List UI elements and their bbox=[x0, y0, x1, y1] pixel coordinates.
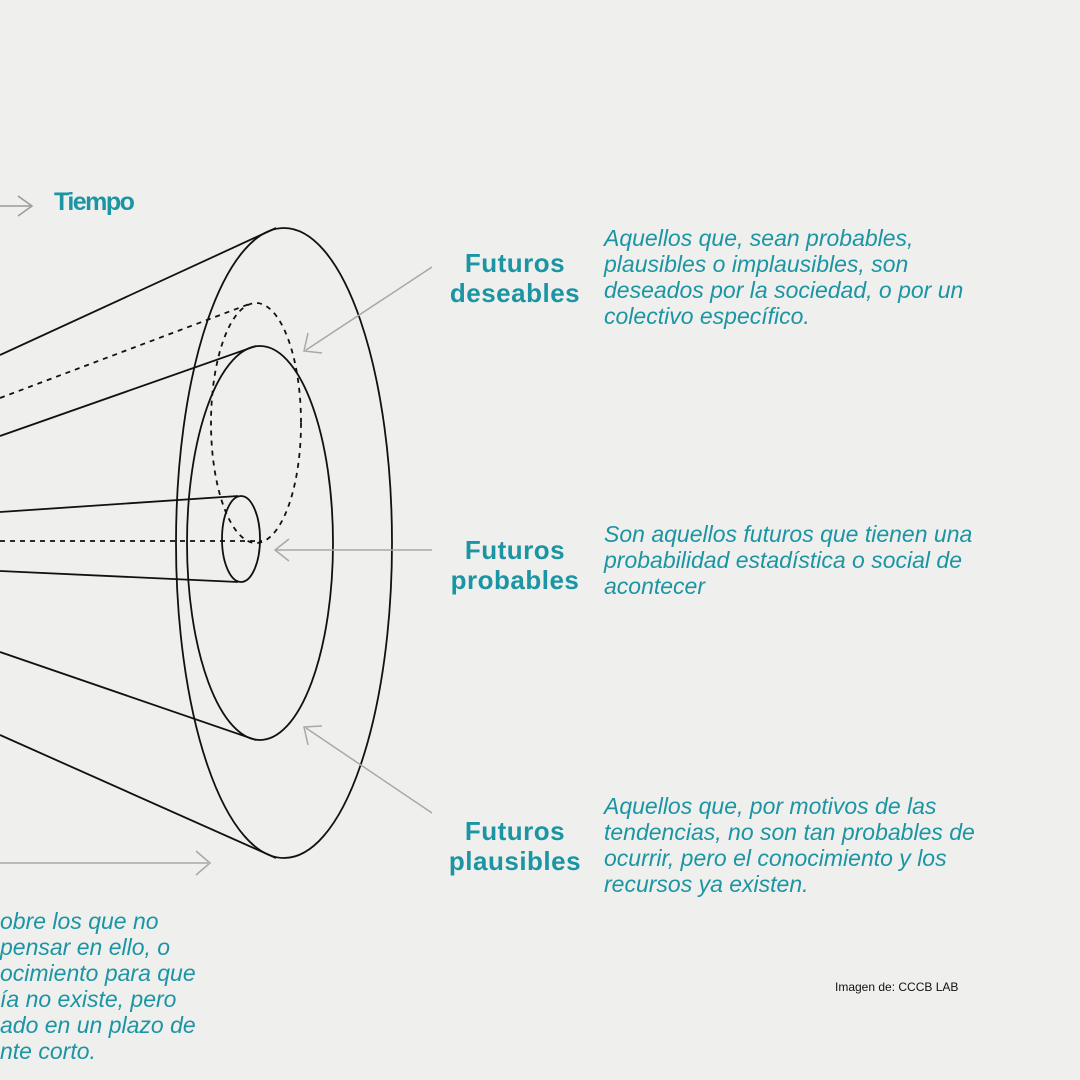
desc-futuros-probables: Son aquellos futuros que tienen una prob… bbox=[604, 521, 972, 599]
inner-cone bbox=[0, 495, 261, 583]
label-line: plausibles bbox=[448, 846, 582, 876]
desc-line: Son aquellos futuros que tienen una bbox=[604, 521, 973, 547]
desc-line: colectivo específico. bbox=[604, 303, 810, 329]
desc-line: acontecer bbox=[604, 573, 706, 599]
desc-futuros-plausibles: Aquellos que, por motivos de las tendenc… bbox=[604, 793, 975, 897]
desc-line: Aquellos que, por motivos de las bbox=[604, 793, 937, 819]
outer-cone bbox=[0, 227, 393, 859]
desc-line: tendencias, no son tan probables de bbox=[604, 819, 975, 845]
pointer-arrows bbox=[0, 266, 433, 876]
label-futuros-deseables: Futuros deseables bbox=[438, 248, 592, 308]
label-futuros-probables: Futuros probables bbox=[438, 535, 592, 595]
label-line: probables bbox=[450, 565, 580, 595]
tiempo-label: Tiempo bbox=[54, 188, 135, 216]
desc-line: ocimiento para que bbox=[0, 960, 196, 986]
desc-line: probabilidad estadística o social de bbox=[604, 547, 963, 573]
middle-cone bbox=[0, 345, 334, 741]
desc-line: recursos ya existen. bbox=[604, 871, 809, 897]
time-arrow bbox=[0, 195, 34, 217]
label-line: Futuros bbox=[464, 816, 566, 846]
desc-line: nte corto. bbox=[0, 1038, 96, 1064]
desc-futuros-posibles-partial: obre los que no pensar en ello, o ocimie… bbox=[0, 908, 196, 1064]
dashed-cone bbox=[0, 302, 302, 544]
desc-line: plausibles o implausibles, son bbox=[604, 251, 909, 277]
label-line: deseables bbox=[449, 278, 581, 308]
desc-futuros-deseables: Aquellos que, sean probables, plausibles… bbox=[604, 225, 963, 329]
desc-line: obre los que no bbox=[0, 908, 159, 934]
label-line: Futuros bbox=[464, 535, 566, 565]
label-line: Futuros bbox=[464, 248, 566, 278]
desc-line: pensar en ello, o bbox=[0, 934, 171, 960]
desc-line: ía no existe, pero bbox=[0, 986, 177, 1012]
desc-line: ocurrir, pero el conocimiento y los bbox=[604, 845, 947, 871]
desc-line: Aquellos que, sean probables, bbox=[604, 225, 914, 251]
image-credit: Imagen de: CCCB LAB bbox=[835, 980, 959, 994]
desc-line: ado en un plazo de bbox=[0, 1012, 196, 1038]
desc-line: deseados por la sociedad, o por un bbox=[604, 277, 964, 303]
label-futuros-plausibles: Futuros plausibles bbox=[438, 816, 592, 876]
